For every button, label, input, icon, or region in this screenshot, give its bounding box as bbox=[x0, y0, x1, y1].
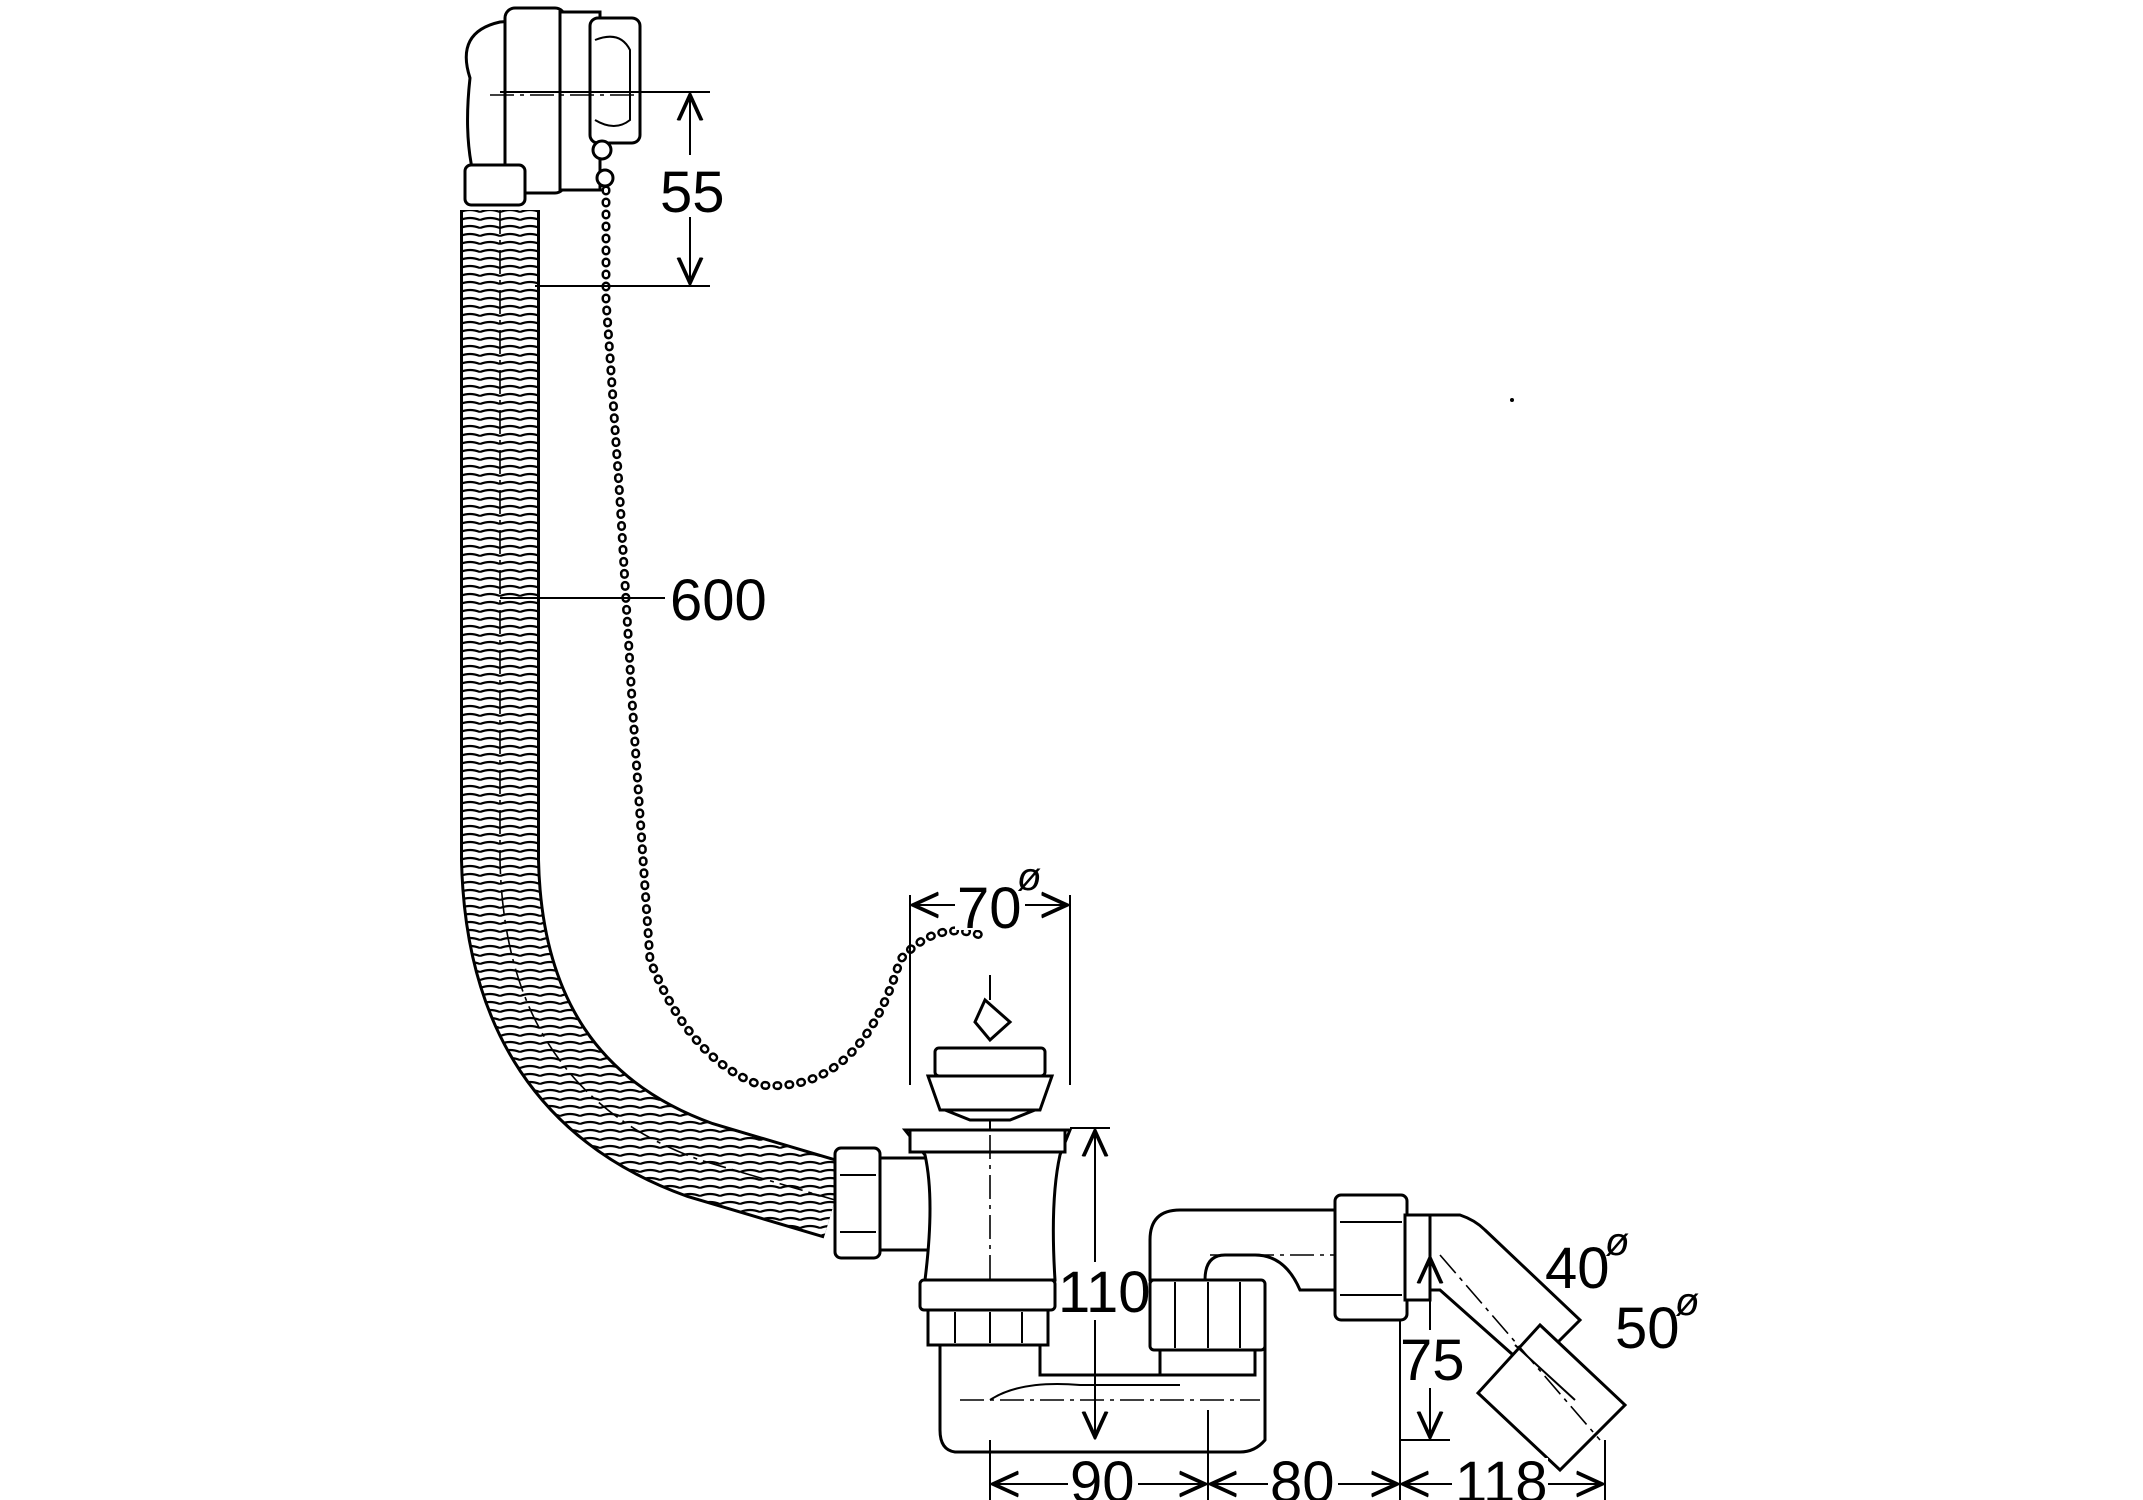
flexible-overflow-hose bbox=[460, 210, 847, 1239]
plug-diameter-symbol: ø bbox=[1017, 855, 1041, 899]
overflow-height-label: 55 bbox=[660, 160, 725, 225]
plug-diameter-label: 70 bbox=[957, 876, 1022, 941]
span-left-label: 90 bbox=[1070, 1450, 1135, 1500]
overflow-head bbox=[463, 6, 642, 207]
plug-chain bbox=[601, 185, 985, 1091]
dimension-labels: 55 600 70 ø 110 75 90 80 118 40 ø 50 ø bbox=[655, 155, 1699, 1500]
outlet-small-diameter-label: 40 bbox=[1545, 1236, 1610, 1301]
dimension-lines bbox=[500, 91, 1606, 1500]
stray-dot bbox=[1510, 398, 1514, 402]
outlet-large-diameter-symbol: ø bbox=[1675, 1280, 1699, 1324]
bath-plug bbox=[925, 975, 1055, 1135]
span-middle-label: 80 bbox=[1270, 1450, 1335, 1500]
waste-trap-assembly bbox=[833, 1128, 1628, 1473]
span-right-label: 118 bbox=[1455, 1450, 1547, 1500]
outlet-large-diameter-label: 50 bbox=[1615, 1296, 1680, 1361]
outlet-small-diameter-symbol: ø bbox=[1605, 1220, 1629, 1264]
hose-length-label: 600 bbox=[670, 568, 767, 633]
trap-height-label: 110 bbox=[1058, 1260, 1150, 1325]
outlet-height-label: 75 bbox=[1400, 1328, 1465, 1393]
